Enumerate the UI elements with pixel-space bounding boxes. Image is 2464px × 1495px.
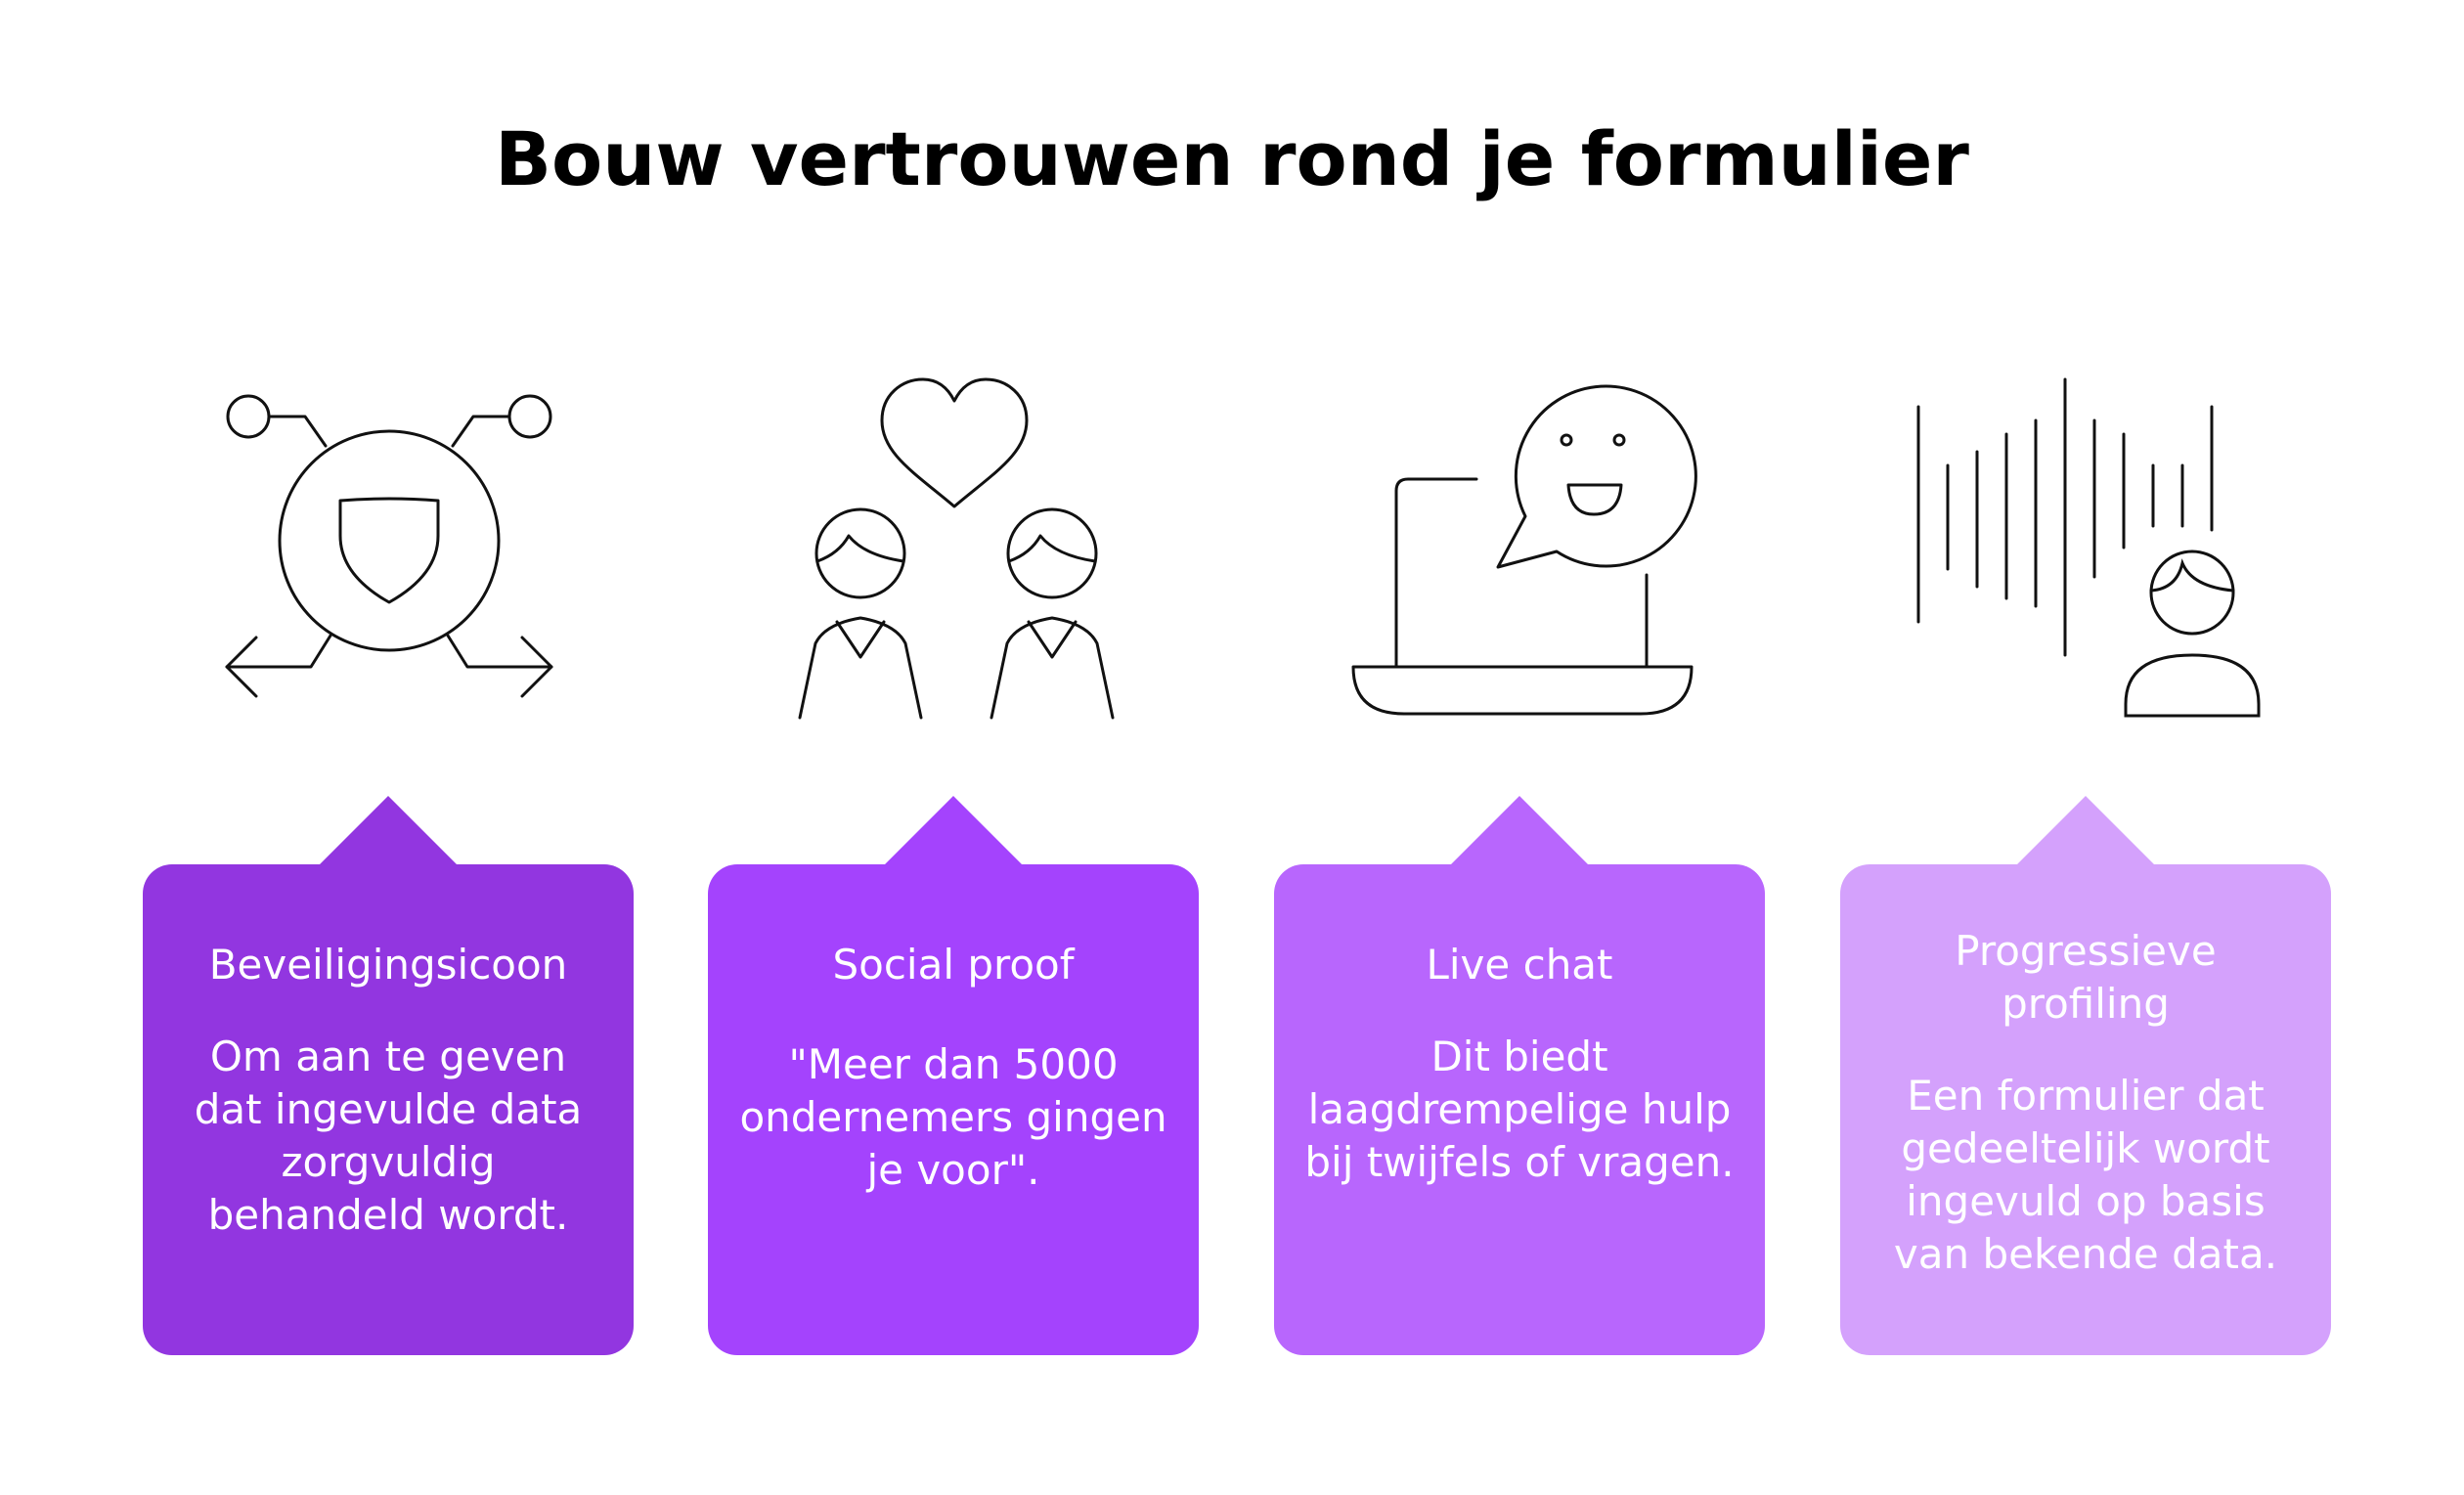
card-title: Live chat [1426,941,1613,989]
page-title: Bouw vertrouwen rond je formulier [495,115,1969,202]
card-pointer [1451,796,1588,864]
card-pointer [885,796,1022,864]
person-data-icon [1907,372,2268,724]
shield-network-icon [215,381,567,714]
card-beveiligingsicoon: Beveiligingsicoon Om aan te geven dat in… [143,796,634,1355]
card-title: Beveiligingsicoon [208,941,568,989]
card-title: Progressieve profiling [1955,927,2217,1028]
people-heart-icon [788,368,1121,729]
card-pointer [320,796,457,864]
card-text: Een formulier dat gedeeltelijk wordt ing… [1893,1072,2278,1278]
card-progressieve-profiling: Progressieve profiling Een formulier dat… [1840,796,2331,1355]
laptop-chat-icon [1347,372,1699,724]
card-text: Om aan te geven dat ingevulde data zorgv… [194,1033,583,1239]
card-pointer [2017,796,2154,864]
card-text: "Meer dan 5000 ondernemers gingen je voo… [739,1040,1167,1194]
card-title: Social proof [832,941,1075,989]
card-text: Dit biedt laagdrempelige hulp bij twijfe… [1304,1033,1735,1186]
card-social-proof: Social proof "Meer dan 5000 ondernemers … [708,796,1199,1355]
card-live-chat: Live chat Dit biedt laagdrempelige hulp … [1274,796,1765,1355]
